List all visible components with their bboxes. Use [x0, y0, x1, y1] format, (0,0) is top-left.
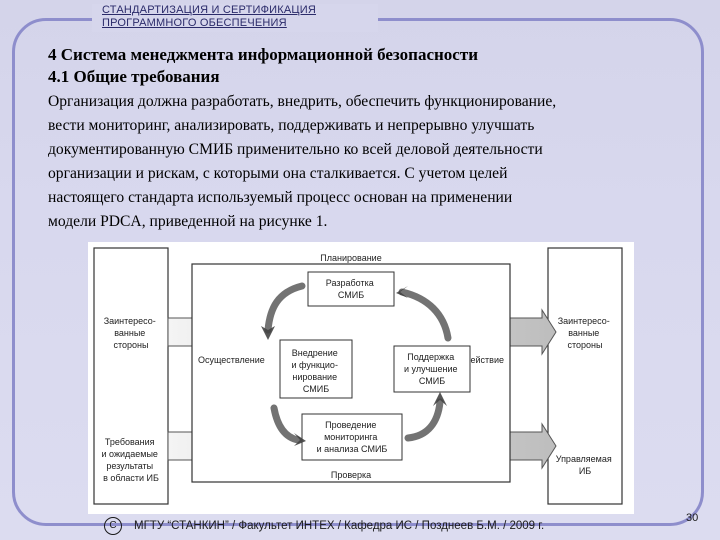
box-do-label: Внедрение и функцио- нирование СМИБ — [292, 348, 341, 394]
footer-text: МГТУ “СТАНКИН” / Факультет ИНТЕХ / Кафед… — [134, 520, 545, 532]
right-bottom-label: Управляемая ИБ — [556, 454, 614, 476]
copyright-icon: С — [104, 517, 122, 535]
left-panel — [93, 247, 169, 505]
arrow-check-to-act-head — [433, 392, 447, 406]
right-panel — [547, 247, 623, 505]
arrow-check-to-act — [404, 398, 444, 442]
paragraph-line: организации и рискам, с которыми она ста… — [48, 165, 508, 182]
slide-footer: С МГТУ “СТАНКИН” / Факультет ИНТЕХ / Каф… — [104, 515, 544, 537]
pdca-figure: Заинтересо- ванные стороны Требования и … — [88, 242, 634, 514]
section-subtitle: 4.1 Общие требования — [48, 67, 220, 86]
box-act — [393, 345, 471, 393]
left-top-label: Заинтересо- ванные стороны — [104, 316, 159, 350]
box-do — [279, 339, 353, 399]
phase-plan: Планирование — [320, 253, 381, 263]
arrow-act-to-plan-head — [396, 286, 408, 298]
paragraph-line: настоящего стандарта используемый процес… — [48, 189, 513, 206]
phase-check: Проверка — [331, 470, 371, 480]
phase-act: Действие — [464, 355, 504, 365]
arrow-plan-to-do — [264, 282, 306, 334]
paragraph-line: вести мониторинг, анализировать, поддерж… — [48, 117, 535, 134]
pdca-diagram: Заинтересо- ванные стороны Требования и … — [93, 247, 623, 505]
arrow-do-to-check — [270, 404, 302, 444]
arrow-act-to-plan — [398, 288, 452, 342]
box-check — [301, 413, 403, 461]
section-title: 4 Система менеджмента информационной без… — [48, 45, 478, 64]
paragraph-line: Организация должна разработать, внедрить… — [48, 93, 557, 110]
left-bottom-label: Требования и ожидаемые результаты в обла… — [102, 437, 161, 483]
page-number: 30 — [686, 512, 699, 524]
arrow-do-to-check-head — [294, 433, 306, 446]
slide-content: 4 Система менеджмента информационной без… — [48, 44, 688, 234]
paragraph-line: документированную СМИБ применительно ко … — [48, 141, 543, 158]
phase-do: Осуществление — [198, 355, 265, 365]
box-act-label: Поддержка и улучшение СМИБ — [404, 352, 460, 386]
header-line-2: ПРОГРАММНОГО ОБЕСПЕЧЕНИЯ — [102, 17, 287, 29]
header-line-1: СТАНДАРТИЗАЦИЯ И СЕРТИФИКАЦИЯ — [102, 4, 317, 16]
arrow-plan-to-do-head — [261, 326, 275, 340]
right-top-label: Заинтересо- ванные стороны — [558, 316, 613, 350]
paragraph-line: модели PDCA, приведенной на рисунке 1. — [48, 213, 328, 230]
slide-header: СТАНДАРТИЗАЦИЯ И СЕРТИФИКАЦИЯ ПРОГРАММНО… — [92, 4, 378, 32]
box-plan-label: Разработка СМИБ — [326, 278, 377, 300]
box-plan — [307, 271, 395, 307]
body-paragraph: Организация должна разработать, внедрить… — [48, 90, 688, 234]
box-check-label: Проведение мониторинга и анализа СМИБ — [317, 420, 388, 454]
